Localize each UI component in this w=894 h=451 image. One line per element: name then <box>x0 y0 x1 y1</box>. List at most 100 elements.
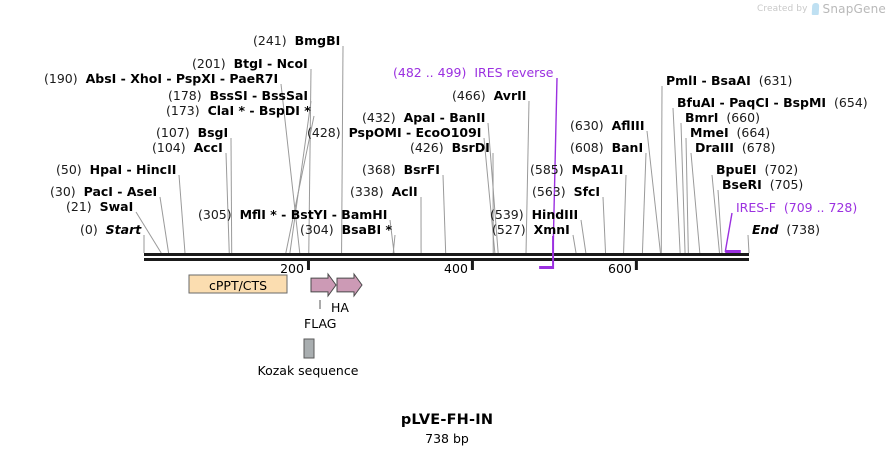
label-position: (527) <box>492 222 526 237</box>
enzyme-label-bsabi: (304) BsaBI * <box>300 223 392 236</box>
label-separator: - <box>435 110 450 125</box>
label-name: BanII <box>449 110 486 125</box>
label-gap <box>232 207 240 222</box>
label-position: (631) <box>758 73 793 88</box>
label-position: (702) <box>764 162 799 177</box>
label-separator: - <box>112 184 127 199</box>
ruler-number: 200 <box>280 261 304 276</box>
label-names: AccI <box>194 140 223 155</box>
leader-line <box>225 152 230 254</box>
plasmid-length: 738 bp <box>425 431 469 446</box>
flag-connector-tick <box>319 300 321 309</box>
label-gap <box>757 162 765 177</box>
primer-leader-line <box>552 77 558 253</box>
label-position: (304) <box>300 222 334 237</box>
enzyme-label-bsgi: (107) BsgI <box>156 126 228 139</box>
label-position: (107) <box>156 125 190 140</box>
label-gap <box>334 222 342 237</box>
enzyme-label-acci: (104) AccI <box>152 141 223 154</box>
label-gap <box>82 162 90 177</box>
label-name: BspDI * <box>258 103 311 118</box>
enzyme-label-apai: (432) ApaI - BanII <box>362 111 485 124</box>
label-position: (428) <box>307 125 341 140</box>
label-gap <box>396 110 404 125</box>
label-name: BfuAI <box>677 95 716 110</box>
label-position: (585) <box>530 162 564 177</box>
label-gap <box>762 177 770 192</box>
label-position: (654) <box>834 95 868 110</box>
label-position: (678) <box>741 140 776 155</box>
label-position: (608) <box>570 140 604 155</box>
label-name: AvrII <box>493 88 527 103</box>
leader-line <box>442 174 447 254</box>
label-names: HpaI - HincII <box>90 162 177 177</box>
enzyme-label-xmni: (527) XmnI <box>492 223 570 236</box>
label-name: HindIII <box>531 207 579 222</box>
label-position: (466) <box>452 88 486 103</box>
label-names: MflI * - BstYI - BamHI <box>240 207 388 222</box>
label-position: (338) <box>350 184 384 199</box>
label-name: PmlI <box>666 73 698 88</box>
label-name: AbsI <box>85 71 117 86</box>
ires-reverse-stem <box>552 236 555 269</box>
feature-cppt-cts[interactable] <box>188 274 288 294</box>
enzyme-label-sfci: (563) SfcI <box>532 185 600 198</box>
label-gap <box>524 207 532 222</box>
label-separator: - <box>262 56 277 71</box>
ires-reverse-bar <box>539 266 554 269</box>
label-separator: - <box>161 71 176 86</box>
enzyme-label-bsrdi: (426) BsrDI <box>410 141 490 154</box>
label-names: BanI <box>612 140 644 155</box>
label-position: (30) <box>50 184 76 199</box>
feature-kozak[interactable] <box>303 338 315 359</box>
enzyme-label-bmri: BmrI (660) <box>685 111 760 124</box>
label-separator: - <box>247 88 262 103</box>
label-position: (178) <box>168 88 202 103</box>
label-gap <box>384 184 392 199</box>
ruler-ticks <box>306 261 638 270</box>
label-position: (664) <box>736 125 771 140</box>
label-separator: - <box>122 162 137 177</box>
label-position: (241) <box>253 33 287 48</box>
label-name: BtgI <box>233 56 263 71</box>
label-gap <box>486 88 494 103</box>
label-gap <box>729 125 737 140</box>
feature-label-flag: FLAG <box>304 316 337 331</box>
leader-line <box>711 174 720 254</box>
label-position: (305) <box>198 207 232 222</box>
label-name: HpaI <box>89 162 123 177</box>
label-position: (709 .. 728) <box>783 200 858 215</box>
leader-line <box>747 234 750 254</box>
label-names: BsrFI <box>404 162 440 177</box>
label-name: PacI <box>83 184 113 199</box>
label-names: PspOMI - EcoO109I <box>349 125 482 140</box>
leader-line <box>572 234 577 254</box>
plasmid-title-block: pLVE-FH-IN 738 bp <box>0 412 894 446</box>
feature-ha[interactable] <box>336 272 363 298</box>
label-gap <box>226 56 234 71</box>
label-names: PmlI - BsaAI <box>666 73 751 88</box>
label-gap <box>186 140 194 155</box>
label-names: BsrDI <box>452 140 490 155</box>
label-gap <box>734 140 742 155</box>
ruler-number: 400 <box>444 261 468 276</box>
enzyme-label-paci: (30) PacI - AseI <box>50 185 157 198</box>
label-gap <box>444 140 452 155</box>
enzyme-label-bpuei: BpuEI (702) <box>716 163 798 176</box>
label-names: BpuEI <box>716 162 757 177</box>
label-name: ApaI <box>403 110 436 125</box>
enzyme-label-clai: (173) ClaI * - BspDI * <box>166 104 311 117</box>
plasmid-name: pLVE-FH-IN <box>400 412 494 428</box>
label-names: MmeI <box>690 125 729 140</box>
enzyme-label-swai: (21) SwaI <box>66 200 133 213</box>
feature-flag[interactable] <box>310 272 337 298</box>
leader-line <box>280 83 301 254</box>
label-name: MmeI <box>690 125 729 140</box>
leader-line <box>135 211 162 254</box>
enzyme-label-pspomi: (428) PspOMI - EcoO109I <box>307 126 481 139</box>
label-name: BanI <box>611 140 644 155</box>
label-names: End <box>752 222 778 237</box>
label-name: BseRI <box>722 177 762 192</box>
leader-line <box>660 85 663 254</box>
